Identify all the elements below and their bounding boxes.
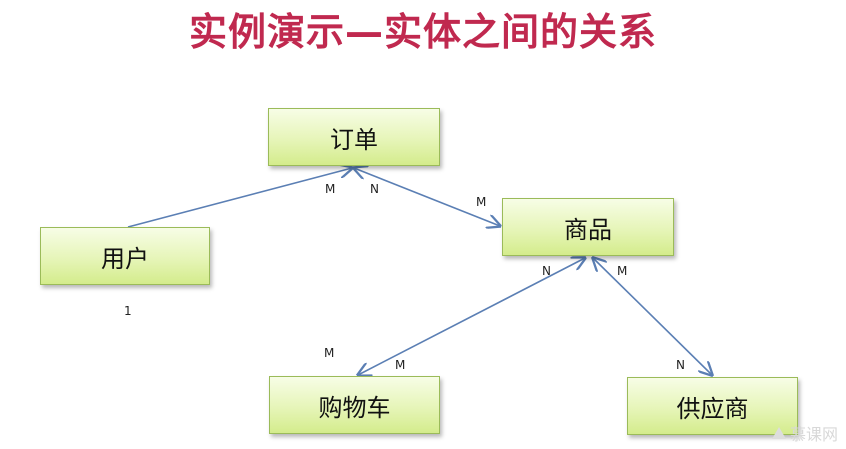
watermark-text: 慕课网 <box>789 425 838 444</box>
cardinality-user-order-order: M <box>325 182 336 196</box>
cardinality-order-product-product: M <box>476 195 487 209</box>
entity-order: 订单 <box>268 108 440 166</box>
cardinality-order-product-order: N <box>370 182 379 196</box>
entity-supplier-label: 供应商 <box>676 394 749 423</box>
cardinality-product-supplier-product: M <box>617 264 628 278</box>
watermark-logo-icon <box>771 427 786 439</box>
entity-order-label: 订单 <box>330 125 378 154</box>
entity-product: 商品 <box>502 198 674 256</box>
entity-cart-label: 购物车 <box>318 393 391 422</box>
connector-product-cart <box>358 258 585 375</box>
slide-title: 实例演示—实体之间的关系 <box>188 10 657 54</box>
connector-product-supplier <box>593 258 712 375</box>
cardinality-product-cart-cart: M <box>395 358 406 372</box>
cardinality-product-supplier-supplier: N <box>676 358 685 372</box>
cardinality-user-order-user: 1 <box>124 304 132 318</box>
connector-order-product <box>354 168 500 226</box>
entity-user: 用户 <box>40 227 210 285</box>
entity-cart: 购物车 <box>269 376 440 434</box>
entity-supplier: 供应商 <box>627 377 798 435</box>
entity-user-label: 用户 <box>101 244 149 273</box>
watermark: 慕课网 <box>771 421 838 445</box>
entity-product-label: 商品 <box>564 215 612 244</box>
connector-user-order <box>127 168 352 228</box>
cardinality-product-cart-product: N <box>542 264 551 278</box>
cardinality-product-cart-extra: M <box>324 346 335 360</box>
